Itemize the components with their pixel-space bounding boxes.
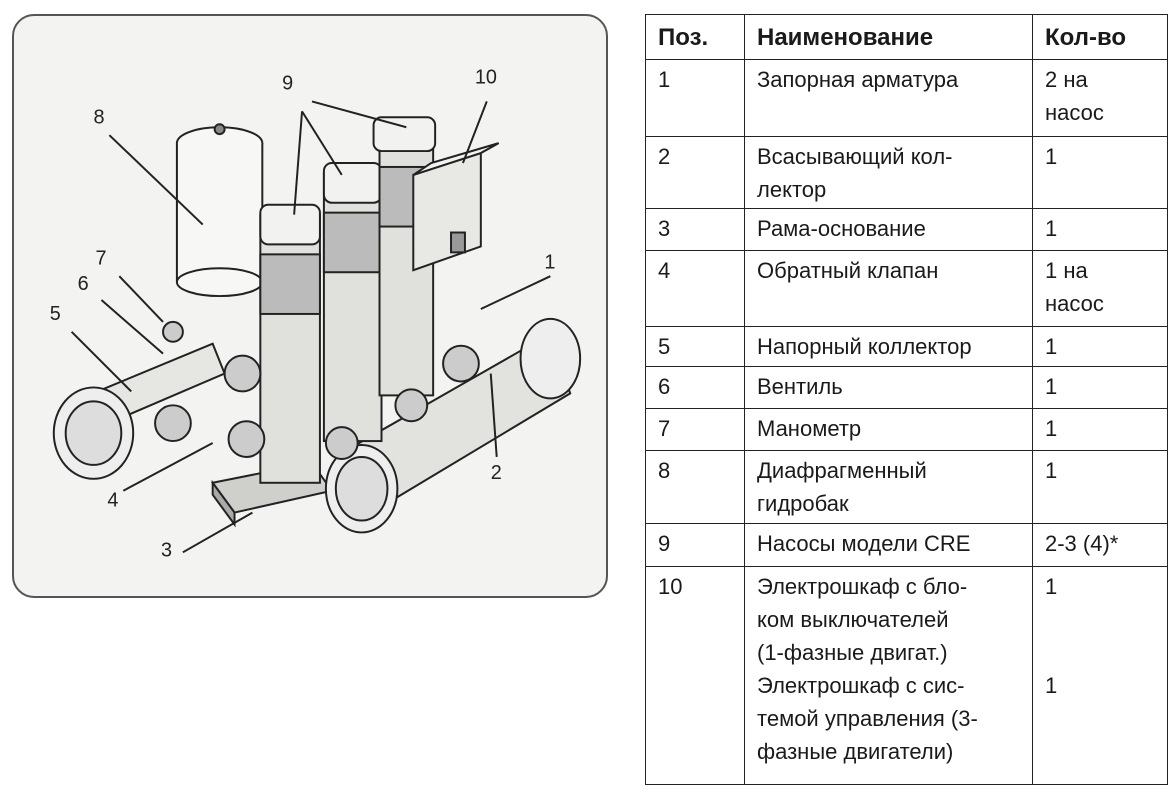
table-header-row: Поз. Наименование Кол-во: [645, 14, 1168, 60]
pos-cell: 3: [645, 208, 745, 251]
qty-line: 1: [1045, 144, 1058, 169]
pos-cell: 9: [645, 523, 745, 567]
table-row: 5 Напорный коллектор 1: [645, 326, 1168, 367]
name-line: Вентиль: [757, 374, 843, 399]
qty-cell: 1: [1032, 408, 1168, 451]
name-cell: Насосы модели CRE: [744, 523, 1033, 567]
name-line: (1-фазные двигат.): [757, 640, 948, 665]
qty-line: 2-3 (4)*: [1045, 531, 1119, 556]
qty-line: 1: [1045, 673, 1058, 698]
name-line: Всасывающий кол-: [757, 144, 953, 169]
qty-cell: 1: [1032, 208, 1168, 251]
qty-line: 1: [1045, 216, 1058, 241]
pos-cell: 6: [645, 366, 745, 409]
pos-cell: 7: [645, 408, 745, 451]
name-line: гидробак: [757, 491, 849, 516]
name-line: Обратный клапан: [757, 258, 939, 283]
name-line: Запорная арматура: [757, 67, 959, 92]
name-line: Рама-основание: [757, 216, 926, 241]
table-row: 2 Всасывающий кол-лектор 1: [645, 136, 1168, 209]
callout-10: 10: [475, 67, 497, 89]
table-row: 9 Насосы модели CRE 2-3 (4)*: [645, 523, 1168, 567]
name-line: ком выключателей: [757, 607, 949, 632]
table-row: 1 Запорная арматура 2 на насос: [645, 59, 1168, 137]
callout-8: 8: [93, 106, 104, 128]
table-row: 8 Диафрагменный гидробак 1: [645, 450, 1168, 524]
name-line: темой управления (3-: [757, 706, 978, 731]
pos-cell: 4: [645, 250, 745, 327]
pos-cell: 1: [645, 59, 745, 137]
qty-cell: 1: [1032, 136, 1168, 209]
pos-cell: 8: [645, 450, 745, 524]
name-line: Электрошкаф с сис-: [757, 673, 965, 698]
qty-line: 1: [1045, 416, 1058, 441]
qty-cell: 2 на насос: [1032, 59, 1168, 137]
name-cell: Запорная арматура: [744, 59, 1033, 137]
qty-line: 1: [1045, 374, 1058, 399]
callout-4: 4: [107, 490, 118, 512]
header-name: Наименование: [744, 14, 1033, 60]
diaphragm-tank: [175, 123, 264, 298]
callout-3: 3: [161, 539, 172, 561]
name-line: Электрошкаф с бло-: [757, 574, 968, 599]
control-cabinet: [412, 142, 500, 272]
callout-5: 5: [50, 303, 61, 325]
name-line: Манометр: [757, 416, 862, 441]
qty-line: 2 на: [1045, 67, 1088, 92]
qty-line: насос: [1045, 100, 1104, 125]
pos-cell: 2: [645, 136, 745, 209]
qty-cell: 1 1: [1032, 566, 1168, 785]
name-cell: Манометр: [744, 408, 1033, 451]
qty-cell: 2-3 (4)*: [1032, 523, 1168, 567]
parts-table: Поз. Наименование Кол-во 1 Запорная арма…: [645, 14, 1168, 785]
name-cell: Рама-основание: [744, 208, 1033, 251]
callout-2: 2: [491, 462, 502, 484]
qty-line: 1: [1045, 334, 1058, 359]
callout-7: 7: [95, 247, 106, 269]
qty-cell: 1: [1032, 450, 1168, 524]
discharge-manifold: [52, 342, 226, 480]
name-line: Диафрагменный: [757, 458, 927, 483]
pump-station-illustration: 1 2 3 4 5 6 7 8 9 10: [12, 14, 608, 598]
name-cell: Обратный клапан: [744, 250, 1033, 327]
suction-manifold: [324, 317, 582, 534]
qty-line: 1 на: [1045, 258, 1088, 283]
table-row: 3 Рама-основание 1: [645, 208, 1168, 251]
name-cell: Всасывающий кол-лектор: [744, 136, 1033, 209]
callout-1: 1: [544, 251, 555, 273]
table-row: 10 Электрошкаф с бло- ком выключателей (…: [645, 566, 1168, 785]
callout-9: 9: [282, 72, 293, 94]
name-line: фазные двигатели): [757, 739, 954, 764]
pos-cell: 5: [645, 326, 745, 367]
table-row: 6 Вентиль 1: [645, 366, 1168, 409]
header-pos: Поз.: [645, 14, 745, 60]
callout-6: 6: [78, 273, 89, 295]
name-cell: Напорный коллектор: [744, 326, 1033, 367]
name-cell: Электрошкаф с бло- ком выключателей (1-ф…: [744, 566, 1033, 785]
pump-2: [322, 161, 383, 443]
qty-cell: 1: [1032, 366, 1168, 409]
qty-line: 1: [1045, 574, 1058, 599]
name-cell: Вентиль: [744, 366, 1033, 409]
name-line: Напорный коллектор: [757, 334, 972, 359]
qty-cell: 1: [1032, 326, 1168, 367]
name-line: Насосы модели CRE: [757, 531, 971, 556]
name-line: лектор: [757, 177, 827, 202]
table-row: 7 Манометр 1: [645, 408, 1168, 451]
table-row: 4 Обратный клапан 1 на насос: [645, 250, 1168, 327]
header-qty: Кол-во: [1032, 14, 1168, 60]
qty-line: 1: [1045, 458, 1058, 483]
qty-line: насос: [1045, 291, 1104, 316]
pos-cell: 10: [645, 566, 745, 785]
qty-cell: 1 на насос: [1032, 250, 1168, 327]
pump-1: [259, 203, 321, 484]
name-cell: Диафрагменный гидробак: [744, 450, 1033, 524]
pump-station-drawing: 1 2 3 4 5 6 7 8 9 10: [50, 67, 582, 561]
